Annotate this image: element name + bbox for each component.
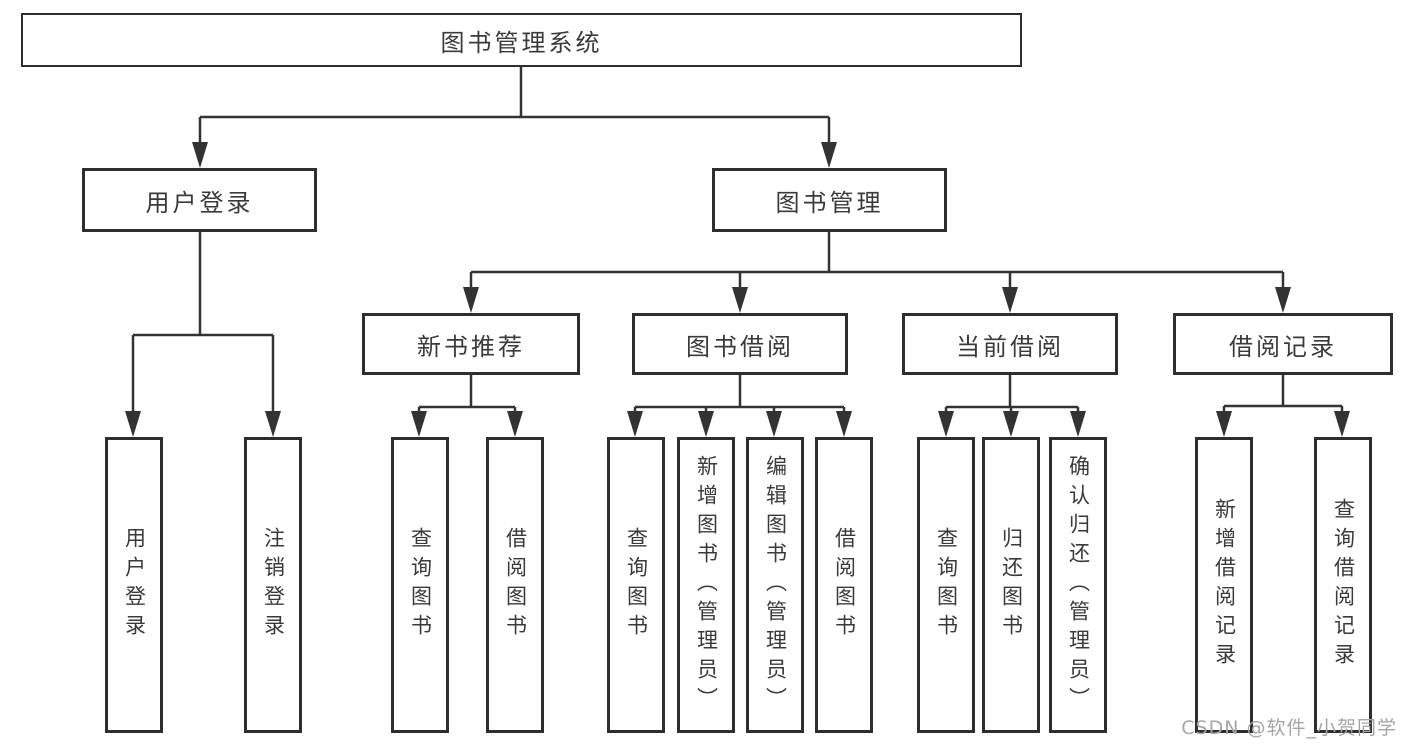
- node-current-borrowing: 当前借阅: [902, 313, 1118, 375]
- leaf-label: 新增借阅记录: [1212, 498, 1237, 672]
- leaf-label: 用户登录: [122, 527, 147, 643]
- leaf-query-borrow-record: 查询借阅记录: [1314, 437, 1372, 733]
- node-label: 用户登录: [145, 188, 254, 217]
- node-book-borrowing: 图书借阅: [632, 313, 848, 375]
- leaf-label: 新增图书（管理员）: [694, 454, 719, 716]
- leaf-add-books-admin: 新增图书（管理员）: [677, 437, 735, 733]
- leaf-logout: 注销登录: [244, 437, 302, 733]
- leaf-edit-books-admin: 编辑图书（管理员）: [746, 437, 804, 733]
- node-borrowing-records: 借阅记录: [1173, 313, 1393, 375]
- node-label: 图书借阅: [686, 332, 794, 361]
- leaf-query-books-current: 查询图书: [917, 437, 975, 733]
- node-label: 图书管理系统: [440, 28, 603, 57]
- leaf-label: 查询图书: [624, 527, 649, 643]
- leaf-add-borrow-record: 新增借阅记录: [1195, 437, 1253, 733]
- leaf-label: 借阅图书: [832, 527, 857, 643]
- node-label: 借阅记录: [1229, 332, 1337, 361]
- node-new-book-recommend: 新书推荐: [362, 313, 580, 375]
- node-library-management-system: 图书管理系统: [21, 13, 1022, 67]
- csdn-watermark: CSDN @软件_小贺同学: [1181, 717, 1397, 739]
- node-label: 图书管理: [775, 188, 884, 217]
- leaf-query-books-recommend: 查询图书: [391, 437, 449, 733]
- leaf-user-login: 用户登录: [105, 437, 163, 733]
- leaf-label: 查询图书: [408, 527, 433, 643]
- leaf-confirm-return-admin: 确认归还（管理员）: [1049, 437, 1107, 733]
- leaf-label: 查询借阅记录: [1331, 498, 1356, 672]
- node-label: 新书推荐: [417, 332, 525, 361]
- node-label: 当前借阅: [956, 332, 1064, 361]
- leaf-borrow-books-recommend: 借阅图书: [486, 437, 544, 733]
- leaf-label: 注销登录: [261, 527, 286, 643]
- leaf-label: 查询图书: [934, 527, 959, 643]
- node-user-login: 用户登录: [82, 168, 317, 232]
- leaf-label: 确认归还（管理员）: [1066, 454, 1091, 716]
- leaf-return-books: 归还图书: [982, 437, 1040, 733]
- leaf-label: 归还图书: [999, 527, 1024, 643]
- leaf-borrow-books-borrow: 借阅图书: [815, 437, 873, 733]
- leaf-label: 借阅图书: [503, 527, 528, 643]
- node-book-management: 图书管理: [712, 168, 947, 232]
- leaf-label: 编辑图书（管理员）: [763, 454, 788, 716]
- leaf-query-books-borrow: 查询图书: [607, 437, 665, 733]
